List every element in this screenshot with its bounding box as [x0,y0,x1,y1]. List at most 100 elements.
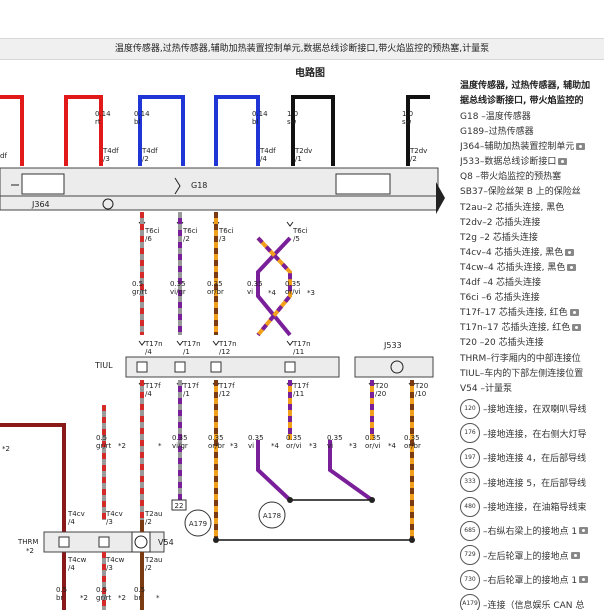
ground-point-icon: 176 [460,423,480,444]
legend-item: Q8 –带火焰监控的预热塞 [460,172,562,183]
connector-label: T2au/2 [144,556,162,572]
connector-label: T17n/12 [218,340,237,356]
connector-label: T17f/4 [144,382,161,398]
legend-item: TIUL–车内的下部左侧连接位置 [460,368,584,379]
legend-item: T4cv–4 芯插头连接, 黑色 [460,246,604,261]
legend-panel: 温度传感器, 过热传感器, 辅助加 据总线诊断接口, 带火焰监控的 G18 –温… [460,80,604,610]
note-label: *2 [2,445,10,453]
legend-ground-item: A179–连接（信息娱乐 CAN 总 [460,592,604,610]
component-q8 [335,173,391,195]
pin-marker [176,340,184,346]
connector-label: T4df/3 [102,147,119,163]
document-title: 温度传感器,过热传感器,辅助加热装置控制单元,数据总线诊断接口,带火焰监控的预热… [114,44,490,54]
connector-label: T17f/1 [182,382,199,398]
ground-point-icon: 333 [460,472,480,493]
legend-item: T2dv–2 芯插头连接 [460,217,541,228]
camera-icon[interactable] [579,527,589,535]
camera-icon[interactable] [567,263,577,271]
reference-box [171,499,187,511]
connector-label: T4cv/4 [67,510,85,526]
ground-point-icon: 685 [460,520,480,541]
legend-item: J533–数据总线诊断接口 [460,155,604,170]
pin-marker [286,340,294,346]
legend-ground-item: 729–左后轮罩上的接地点 [460,543,604,567]
connector-label: T2dv/1 [294,147,312,163]
camera-icon[interactable] [558,158,568,166]
note-label: *4 [388,442,397,450]
next-page-arrow-icon[interactable] [436,182,445,214]
header-bar: 温度传感器,过热传感器,辅助加热装置控制单元,数据总线诊断接口,带火焰监控的预热… [0,38,604,60]
component-j364-lower [0,195,439,211]
connector-label: T20/10 [414,382,428,398]
legend-item: T4cw–4 芯插头连接, 黑色 [460,261,604,276]
connector-label: T4cw/4 [67,556,87,572]
note-label: *3 [230,442,238,450]
connector-label: T2dv/2 [409,147,427,163]
note-label: *2 [26,547,34,555]
wire-blue-1 [138,95,185,166]
camera-icon[interactable] [572,324,582,332]
legend-item: J364–辅助加热装置控制单元 [460,140,604,155]
legend-item: T17f–17 芯插头连接, 红色 [460,306,604,321]
note-label: * [156,594,160,602]
legend-item: THRM–行李厢内的中部连接位 [460,353,581,364]
ground-point-icon: 480 [460,496,480,517]
connector-label: T17n/1 [182,340,201,356]
legend-ground-item: 480–接地连接，在油箱导线束 [460,494,604,518]
junction-dot [409,537,415,543]
component-label: G18 [191,181,207,190]
connector-label: T20/20 [374,382,388,398]
legend-item: T4df –4 芯插头连接 [460,278,542,289]
wire-vi [328,440,374,502]
ground-point-icon: 120 [460,398,480,419]
connector-label: T4cw/3 [105,556,125,572]
junction-dot [213,537,219,543]
ground-point-icon: 730 [460,569,480,590]
ground-point-a178 [258,501,286,529]
connector-symbol [284,361,296,373]
legend-item: SB37–保险丝架 B 上的保险丝 [460,187,581,198]
diagram-title: 电路图 [295,68,325,79]
legend-item: T2au–2 芯插头连接, 黑色 [460,202,565,213]
connector-label: T17f/12 [218,382,235,398]
camera-icon[interactable] [576,143,586,151]
camera-icon[interactable] [579,576,589,584]
note-label: *4 [271,442,280,450]
legend-ground-item: 176–接地连接，在右侧大灯导 [460,421,604,445]
component-label: J533 [383,341,402,350]
component-j533 [354,356,434,378]
camera-icon[interactable] [565,248,575,256]
legend-ground-item: 685–右纵右梁上的接地点 1 [460,519,604,543]
camera-icon[interactable] [569,309,579,317]
wire-red-2 [64,95,103,166]
legend-item: G189–过热传感器 [460,127,534,138]
component-g189 [21,173,65,195]
ground-point-icon: 197 [460,447,480,468]
connector-label: T4cv/3 [105,510,123,526]
component-label: A179 [189,520,207,528]
connector-label: T6ci/3 [218,227,234,243]
legend-item: G18 –温度传感器 [460,112,531,122]
note-label: *3 [309,442,317,450]
camera-icon[interactable] [570,551,580,559]
component-label: THRM [17,538,38,546]
sensor-symbol [174,177,181,195]
component-label: V54 [158,538,174,547]
ground-point-a179 [184,509,212,537]
component-label: TIUL [94,361,113,370]
connector-symbol [210,361,222,373]
legend-ground-item: 730–右后轮罩上的接地点 1 [460,568,604,592]
